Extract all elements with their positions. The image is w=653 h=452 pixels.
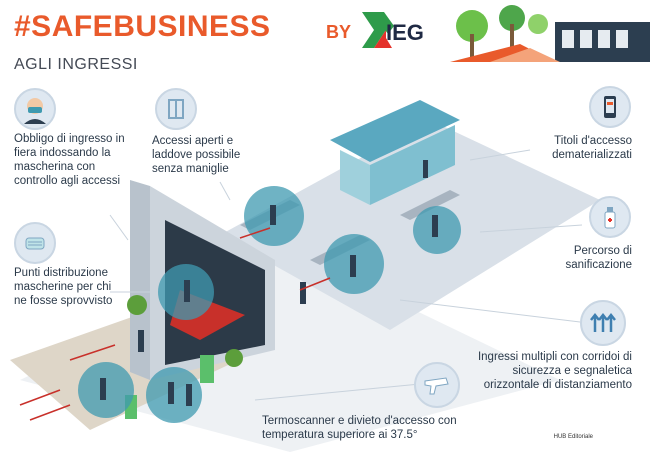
- open-door-icon: [155, 88, 197, 130]
- face-mask-icon: [14, 222, 56, 264]
- by-label: BY: [326, 22, 352, 42]
- page-title: #SAFEBUSINESS: [14, 10, 271, 43]
- label-digital-tickets: Titoli d'accesso dematerializzati: [552, 135, 632, 161]
- multiple-entrances-arrows-icon: [580, 300, 626, 346]
- ieg-x-logo: [362, 12, 394, 48]
- page-subtitle: AGLI INGRESSI: [14, 56, 138, 73]
- label-sanitation: Percorso di sanificazione: [565, 245, 632, 271]
- smartphone-ticket-icon: [589, 86, 631, 128]
- trees-building-illustration: [450, 5, 650, 62]
- label-mask-entry: Obbligo di ingresso in fiera indossando …: [14, 133, 125, 187]
- label-open-access: Accessi aperti e laddove possibile senza…: [152, 135, 241, 175]
- sanitizer-bottle-icon: [589, 196, 631, 238]
- label-thermoscanner: Termoscanner e divieto d'accesso con tem…: [262, 415, 457, 441]
- brand-name: IEG: [386, 20, 424, 45]
- face-mask-person-icon: [14, 88, 56, 130]
- credit: HUB Editoriale: [553, 434, 593, 440]
- label-multiple-entries: Ingressi multipli con corridoi di sicure…: [477, 351, 632, 391]
- label-mask-distribution: Punti distribuzione mascherine per chi n…: [14, 267, 113, 307]
- thermometer-gun-icon: [414, 362, 460, 408]
